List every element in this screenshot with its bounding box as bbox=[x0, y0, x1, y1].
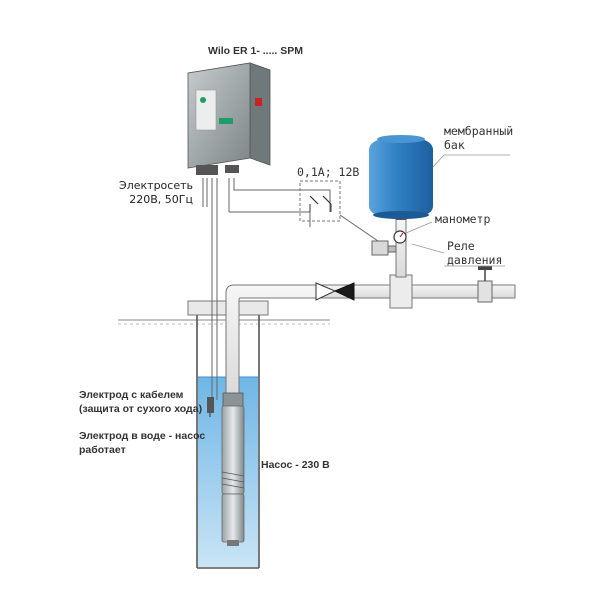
pressure-relay-label-line1: Реле bbox=[447, 239, 475, 253]
electrode-cable-label-line2: (защита от сухого хода) bbox=[79, 403, 203, 415]
pressure-relay bbox=[371, 240, 397, 256]
electrode bbox=[207, 397, 214, 417]
ground-line bbox=[118, 319, 330, 325]
cables bbox=[202, 178, 331, 400]
pump-label: Насос - 230 В bbox=[261, 459, 330, 471]
power-label-line2: 220В, 50Гц bbox=[129, 193, 193, 206]
well-casing bbox=[187, 300, 269, 569]
pressure-tank bbox=[369, 135, 433, 220]
tank-label-line2: бак bbox=[444, 138, 465, 152]
relay-contact-box bbox=[299, 180, 379, 242]
gate-valve bbox=[477, 266, 493, 303]
relay-rating-label: 0,1А; 12В bbox=[297, 165, 360, 179]
submersible-pump bbox=[221, 392, 245, 546]
controller-title: Wilo ER 1- ..... SPM bbox=[208, 45, 303, 57]
electrode-cable-label-line1: Электрод с кабелем bbox=[79, 389, 184, 401]
controller-box bbox=[187, 62, 271, 175]
pressure-relay-label-line2: давления bbox=[447, 253, 503, 267]
tank-label-line1: мембранный bbox=[444, 124, 514, 138]
manometer bbox=[393, 230, 407, 244]
gauge-label: манометр bbox=[435, 212, 491, 226]
check-valve bbox=[315, 282, 355, 301]
electrode-water-label-line2: работает bbox=[79, 444, 126, 456]
electrode-water-label-line1: Электрод в воде - насос bbox=[79, 430, 206, 442]
leader-lines bbox=[405, 154, 510, 267]
power-label-line1: Электросеть bbox=[119, 179, 193, 192]
